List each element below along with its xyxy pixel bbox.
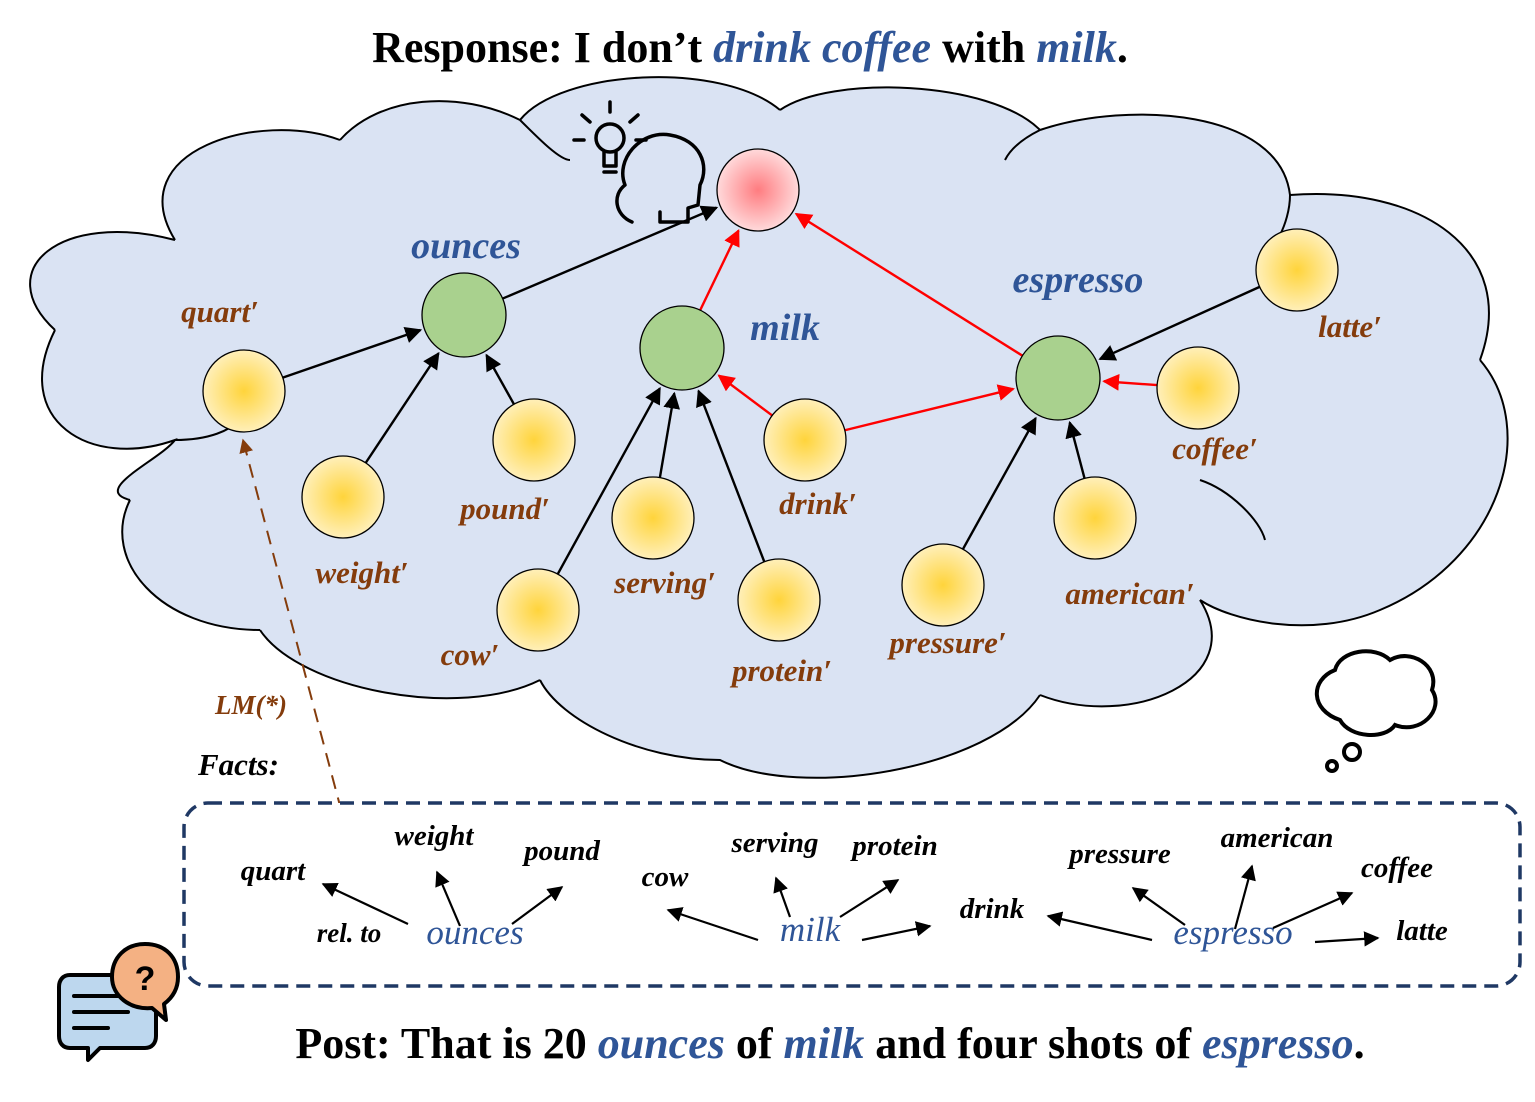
- graph-nodes: [202, 148, 1339, 652]
- fact-target-pound: pound: [521, 835, 600, 867]
- node-root: [716, 148, 800, 232]
- fact-hub-ounces: ounces: [426, 913, 523, 952]
- post-suffix: .: [1354, 1019, 1365, 1068]
- facts-box: [182, 801, 1522, 988]
- post-text: Post: That is 20 ounces of milk and four…: [295, 1019, 1364, 1068]
- fact-target-serving: serving: [731, 827, 819, 859]
- post-mid-2: and four shots of: [864, 1019, 1202, 1068]
- node-label-american: american′: [1065, 576, 1194, 611]
- graph-node-labels: ounces milk espresso quart′ weight′ pound′ cow…: [181, 225, 1382, 688]
- node-label-pound: pound′: [457, 491, 550, 526]
- fact-target-pressure: pressure: [1066, 838, 1171, 870]
- fact-arrow-milk-drink: [861, 921, 932, 942]
- node-label-coffee: coffee′: [1172, 431, 1258, 466]
- lm-label: LM(*): [214, 690, 287, 720]
- node-serving: [611, 476, 695, 560]
- edge-american-to-espresso: [1065, 420, 1086, 479]
- fact-target-weight: weight: [395, 820, 475, 852]
- node-weight: [301, 455, 385, 539]
- thinking-head-icon: [572, 100, 706, 224]
- fact-arrow-milk-protein: [839, 879, 900, 918]
- edge-serving-to-milk: [658, 391, 681, 478]
- chat-question-icon: ?: [57, 942, 180, 1062]
- post-mid-1: of: [725, 1019, 784, 1068]
- fact-hub-espresso: espresso: [1173, 913, 1292, 952]
- node-quart: [202, 349, 286, 433]
- edge-drink-to-espresso: [844, 384, 1015, 432]
- edge-coffee-to-espresso: [1102, 373, 1158, 391]
- node-milk: [639, 305, 725, 391]
- fact-target-cow: cow: [642, 861, 689, 893]
- edge-pressure-to-espresso: [961, 416, 1037, 550]
- node-drink: [763, 398, 847, 482]
- post-keyword-espresso: espresso: [1202, 1019, 1354, 1068]
- fact-arrow-espresso-drink: [1046, 911, 1153, 942]
- node-pressure: [901, 543, 985, 627]
- node-label-pressure: pressure′: [886, 625, 1006, 660]
- response-mid: with: [931, 23, 1036, 72]
- relation-label: rel. to: [317, 918, 382, 948]
- edge-espresso-to-root: [794, 212, 1024, 357]
- fact-target-coffee: coffee: [1361, 852, 1433, 884]
- svg-text:?: ?: [135, 960, 156, 998]
- node-ounces: [421, 272, 507, 358]
- node-label-weight: weight′: [315, 555, 408, 590]
- node-label-protein: protein′: [729, 653, 832, 688]
- response-suffix: .: [1117, 23, 1128, 72]
- edge-weight-to-ounces: [364, 351, 440, 464]
- edge-quart-to-ounces: [282, 327, 423, 379]
- fact-target-drink: drink: [960, 893, 1025, 925]
- node-label-serving: serving′: [613, 565, 716, 600]
- facts-label: Facts:: [197, 747, 279, 782]
- fact-arrow-milk-serving: [773, 876, 792, 918]
- post-prefix: Post: That is 20: [295, 1019, 597, 1068]
- post-keyword-ounces: ounces: [598, 1019, 725, 1068]
- edge-milk-to-root: [699, 229, 740, 311]
- fact-arrow-ounces-weight: [435, 870, 462, 927]
- node-label-espresso: espresso: [1013, 259, 1144, 301]
- response-keyword-milk: milk: [1036, 23, 1117, 72]
- thought-bubble-icon: [1314, 649, 1438, 773]
- fact-target-latte: latte: [1396, 915, 1448, 947]
- fact-target-american: american: [1221, 822, 1334, 854]
- node-protein: [737, 558, 821, 642]
- edge-pound-to-ounces: [485, 353, 516, 405]
- node-american: [1053, 476, 1137, 560]
- node-label-quart: quart′: [181, 294, 259, 329]
- response-keyword-drink-coffee: drink coffee: [713, 23, 931, 72]
- node-label-drink: drink′: [779, 486, 857, 521]
- fact-target-protein: protein: [849, 830, 937, 862]
- node-espresso: [1015, 335, 1101, 421]
- post-keyword-milk: milk: [784, 1019, 865, 1068]
- fact-arrow-ounces-quart: [321, 882, 409, 925]
- node-label-cow: cow′: [441, 637, 500, 672]
- edge-cow-to-milk: [556, 386, 661, 575]
- fact-arrow-espresso-coffee: [1272, 891, 1354, 930]
- node-label-latte: latte′: [1318, 309, 1382, 344]
- fact-target-quart: quart: [241, 855, 306, 887]
- fact-arrow-milk-cow: [666, 907, 759, 942]
- fact-arrow-espresso-pressure: [1131, 887, 1186, 926]
- node-cow: [496, 568, 580, 652]
- fact-arrow-ounces-pound: [511, 886, 564, 925]
- fact-arrow-espresso-latte: [1314, 931, 1380, 947]
- node-coffee: [1156, 346, 1240, 430]
- edge-ounces-to-root: [502, 205, 719, 300]
- edge-latte-to-espresso: [1098, 285, 1261, 361]
- edge-drink-to-milk: [717, 374, 773, 417]
- fact-arrow-espresso-american: [1233, 864, 1256, 930]
- response-text: Response: I don’t drink coffee with milk…: [372, 23, 1128, 72]
- node-latte: [1255, 228, 1339, 312]
- node-label-ounces: ounces: [411, 225, 521, 267]
- node-label-milk: milk: [750, 307, 820, 349]
- edge-protein-to-milk: [696, 389, 766, 563]
- response-prefix: Response: I don’t: [372, 23, 713, 72]
- graph-edges: [282, 205, 1261, 575]
- node-pound: [492, 398, 576, 482]
